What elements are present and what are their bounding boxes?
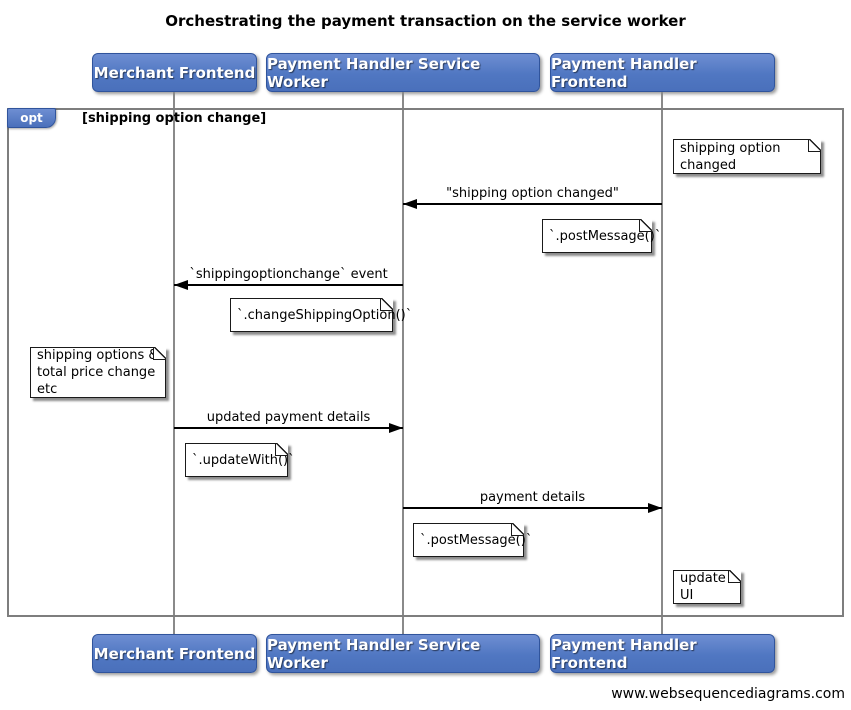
opt-guard-label: [shipping option change] xyxy=(82,111,267,126)
actor-top-payment-handler-frontend: Payment Handler Frontend xyxy=(550,53,775,92)
note-update-ui: update UI xyxy=(673,570,741,604)
actor-bottom-payment-handler-service-worker: Payment Handler Service Worker xyxy=(266,634,540,673)
message-arrow-payment-details xyxy=(403,503,662,513)
opt-operator-badge: opt xyxy=(7,108,56,128)
lifeline-payment-handler-service-worker xyxy=(402,92,404,634)
arrowhead-right-icon xyxy=(648,503,662,513)
actor-label: Merchant Frontend xyxy=(93,644,256,663)
actor-top-merchant-frontend: Merchant Frontend xyxy=(92,53,257,92)
actor-bottom-payment-handler-frontend: Payment Handler Frontend xyxy=(550,634,775,673)
actor-top-payment-handler-service-worker: Payment Handler Service Worker xyxy=(266,53,540,92)
note-shipping-option-changed: shipping option changed xyxy=(673,139,821,174)
note-updatewith: `.updateWith()` xyxy=(185,443,295,477)
actor-label: Payment Handler Frontend xyxy=(551,54,697,91)
message-label-shipping-option-changed: "shipping option changed" xyxy=(446,186,619,201)
opt-operator-label: opt xyxy=(20,111,43,125)
opt-fragment-frame xyxy=(7,108,844,617)
actor-label: Merchant Frontend xyxy=(93,63,256,82)
actor-label: Payment Handler Service Worker xyxy=(267,54,481,91)
message-arrow-shipping-option-changed xyxy=(403,199,662,209)
actor-label: Payment Handler Service Worker xyxy=(267,635,481,672)
lifeline-payment-handler-frontend xyxy=(661,92,663,634)
arrowhead-left-icon xyxy=(403,199,417,209)
message-label-shippingoptionchange-event: `shippingoptionchange` event xyxy=(189,267,388,282)
actor-label: Payment Handler Frontend xyxy=(551,635,697,672)
footer-watermark: www.websequencediagrams.com xyxy=(611,686,845,702)
arrowhead-left-icon xyxy=(174,280,188,290)
lifeline-merchant-frontend xyxy=(173,92,175,634)
message-arrow-shippingoptionchange-event xyxy=(174,280,403,290)
message-label-payment-details: payment details xyxy=(479,490,586,505)
note-changeshippingoption: `.changeShippingOption()` xyxy=(230,298,412,332)
arrowhead-right-icon xyxy=(389,423,403,433)
note-shipping-options-total-price: shipping options & total price change et… xyxy=(30,347,166,398)
actor-bottom-merchant-frontend: Merchant Frontend xyxy=(92,634,257,673)
note-postmessage-2: `.postMessage()` xyxy=(413,523,532,557)
message-arrow-updated-payment-details xyxy=(174,423,403,433)
note-postmessage-1: `.postMessage()` xyxy=(542,219,661,253)
page-title: Orchestrating the payment transaction on… xyxy=(165,12,686,30)
message-label-updated-payment-details: updated payment details xyxy=(206,410,371,425)
